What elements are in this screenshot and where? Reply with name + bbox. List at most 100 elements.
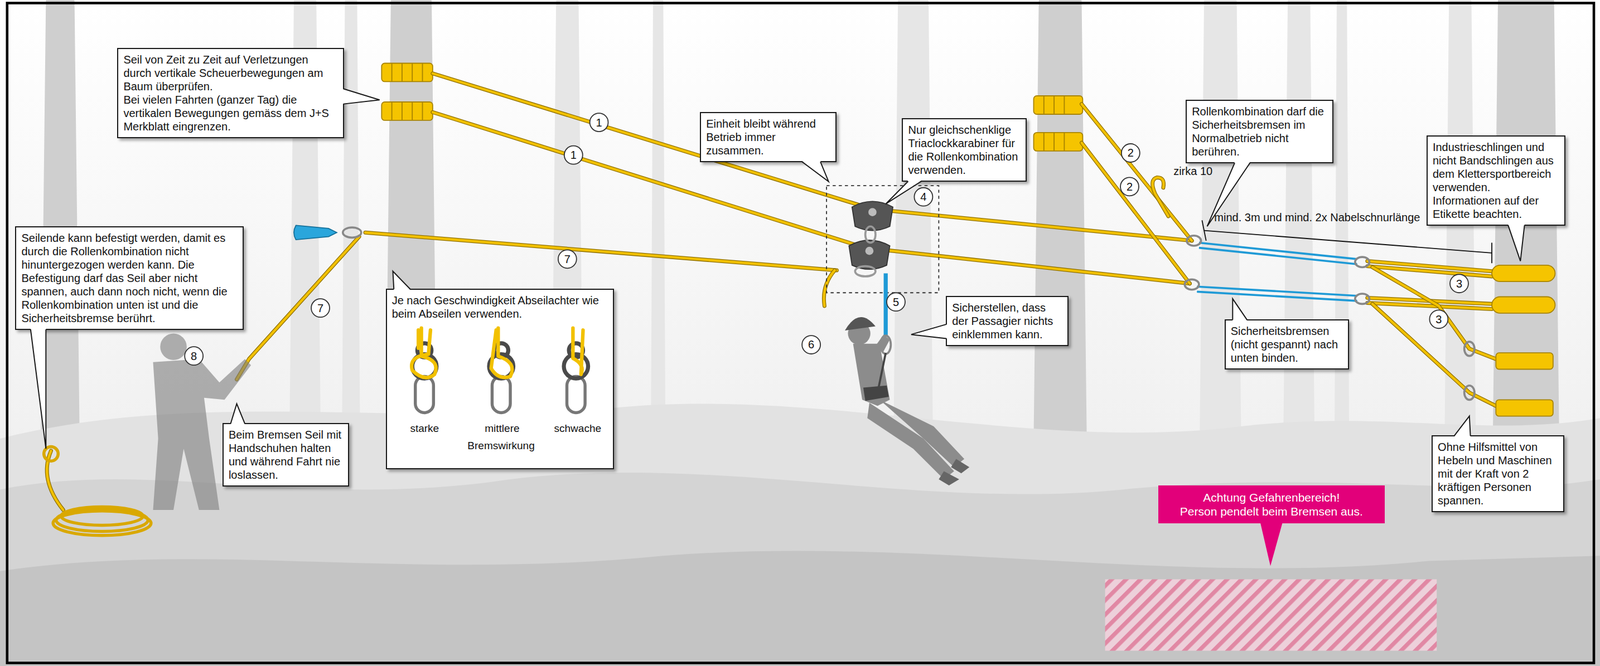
callout-pointer-outline <box>230 404 246 425</box>
callout-pointer <box>1232 298 1247 321</box>
rope-coil <box>44 447 152 536</box>
ropes <box>432 73 1192 241</box>
ropes <box>432 112 1191 284</box>
slings <box>1372 303 1496 406</box>
callout-circles <box>801 335 821 355</box>
passenger <box>875 334 891 354</box>
callout-number: 7 <box>564 253 571 266</box>
callout-box: Sicherheitsbremsen (nicht gespannt) nach… <box>1224 319 1350 370</box>
left-tree-anchors <box>381 63 433 120</box>
rope-clip <box>342 227 362 238</box>
callout-circles <box>590 113 609 132</box>
callout-pointer-outline <box>343 88 380 104</box>
dimension-line <box>1491 243 1493 264</box>
medium-brake <box>489 327 514 413</box>
passenger <box>877 353 887 393</box>
carabiners <box>1355 293 1370 304</box>
rope-clip <box>293 225 362 240</box>
safety-brakes <box>1196 291 1357 301</box>
callout-box: Industrieschlingen und nicht Bandschling… <box>1426 135 1566 226</box>
callout-text: Ohne Hilfsmittel von Hebeln und Maschine… <box>1437 440 1559 508</box>
frame <box>7 2 1594 664</box>
callout-circles <box>311 298 330 318</box>
callout-box: Seil von Zeit zu Zeit auf Verletzungen d… <box>117 47 344 139</box>
dimension-line <box>1201 220 1206 241</box>
slings <box>1372 267 1496 360</box>
callout-circles <box>184 346 203 366</box>
callout-number: 1 <box>595 116 602 129</box>
callout-box: Je nach Geschwindigkeit Abseilachter wie… <box>385 288 615 470</box>
callout-box: Seilende kann befestigt werden, damit es… <box>15 226 244 331</box>
weak-brake <box>563 354 588 379</box>
safety-brakes <box>1196 243 1357 302</box>
callout-number: 6 <box>808 338 815 351</box>
pulley-unit <box>854 266 876 277</box>
warning-box: Achtung Gefahrenbereich!Person pendelt b… <box>1158 485 1385 524</box>
callout-box: Sicherstellen, dass der Passagier nichts… <box>945 296 1069 347</box>
callout-text: Sicherstellen, dass der Passagier nichts… <box>951 301 1063 342</box>
unit-outline <box>826 185 939 293</box>
dimension-label: mind. 3m und mind. 2x Nabelschnurlänge <box>1214 211 1420 224</box>
callout-number: 7 <box>317 302 324 315</box>
brake-label: schwache <box>554 422 602 436</box>
weak-brake <box>572 327 583 375</box>
callout-pointer-outline <box>1453 416 1471 437</box>
callout-pointer-outline <box>30 329 46 449</box>
callout-text: Rollenkombination darf die Sicherheitsbr… <box>1191 104 1328 159</box>
slings <box>1367 303 1492 310</box>
ropes <box>432 73 1192 241</box>
carabiners <box>1464 341 1475 357</box>
callout-text: Nur gleichschenklige Triaclockkarabiner … <box>907 123 1021 177</box>
callout-number: 5 <box>892 296 899 309</box>
forest-floor <box>0 472 1600 666</box>
carabiners <box>1184 235 1475 401</box>
slings <box>1367 303 1492 310</box>
callout-pointer <box>911 324 948 340</box>
strong-brake <box>411 327 437 378</box>
callout-circles <box>1429 310 1448 329</box>
dimension-label: zirka 10 <box>1173 165 1213 178</box>
strong-brake <box>414 376 434 413</box>
slings <box>1372 267 1496 360</box>
carabiners <box>1186 235 1202 246</box>
carabiners <box>1184 279 1200 290</box>
carabiners <box>1464 385 1475 401</box>
dimension-line <box>1201 220 1492 264</box>
slings <box>1495 399 1553 417</box>
rope-clip <box>293 225 337 240</box>
warning-text: Person pendelt beim Bremsen aus. <box>1163 504 1380 519</box>
callout-box: Nur gleichschenklige Triaclockkarabiner … <box>901 118 1027 182</box>
callout-pointer <box>392 271 410 291</box>
callout-text: Beim Bremsen Seil mit Handschuhen halten… <box>228 428 343 482</box>
callout-pointer-outline <box>911 324 947 340</box>
slings <box>1367 260 1556 417</box>
brake-label: mittlere <box>484 422 520 436</box>
callout-pointer <box>1260 522 1283 567</box>
callout-pointer <box>30 329 46 449</box>
carabiners <box>1355 257 1370 268</box>
callout-text: Sicherheitsbremsen (nicht gespannt) nach… <box>1230 324 1343 365</box>
callout-pointer-outline <box>392 271 410 290</box>
callout-pointer <box>1507 224 1525 262</box>
weak-brake <box>563 327 588 413</box>
ropes <box>1081 142 1191 284</box>
pulley-unit <box>865 247 874 256</box>
callout-text: Industrieschlingen und nicht Bandschling… <box>1432 140 1560 221</box>
callout-box: Ohne Hilfsmittel von Hebeln und Maschine… <box>1431 435 1565 513</box>
callout-circles <box>1449 274 1469 293</box>
right-tree-anchors <box>1033 132 1084 152</box>
passenger <box>853 344 891 407</box>
right-tree-anchors <box>1033 95 1084 115</box>
ropes <box>432 112 1191 284</box>
callout-text: Seil von Zeit zu Zeit auf Verletzungen d… <box>123 52 338 94</box>
callout-pointer-outline <box>1232 298 1247 321</box>
callout-pointer <box>342 88 380 104</box>
callout-number: 4 <box>920 190 927 203</box>
dimension-line <box>1204 230 1492 254</box>
ropes <box>823 270 835 307</box>
callout-box: Beim Bremsen Seil mit Handschuhen halten… <box>222 423 350 487</box>
callout-text: Je nach Geschwindigkeit Abseilachter wie… <box>392 293 609 321</box>
callout-pointer-outline <box>801 161 829 182</box>
passenger <box>844 317 876 331</box>
